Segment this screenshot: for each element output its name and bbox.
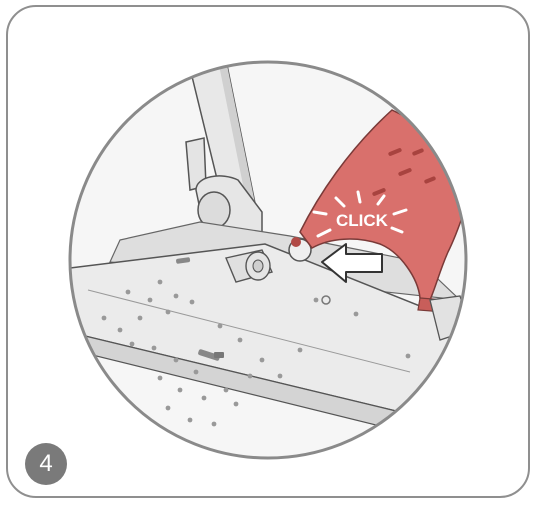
step-number-badge: 4: [25, 443, 67, 485]
click-label: CLICK: [336, 211, 389, 230]
